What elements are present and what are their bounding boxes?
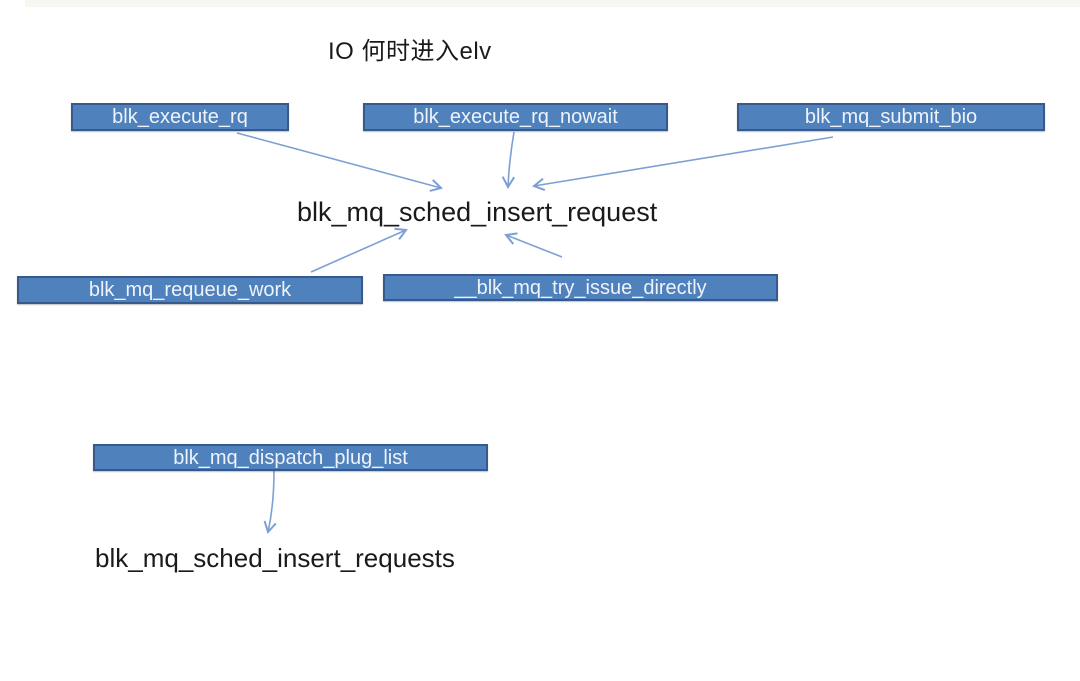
edge-blk-execute-rq-nowait-to-insert-request: [501, 131, 516, 190]
node-blk-execute-rq-nowait: blk_execute_rq_nowait: [363, 103, 668, 131]
node-blk-mq-dispatch-plug-list: blk_mq_dispatch_plug_list: [93, 444, 488, 471]
node-label: blk_mq_submit_bio: [804, 106, 978, 128]
node-label: blk_mq_requeue_work: [88, 279, 292, 301]
edge-try-issue-directly-to-insert-request: [504, 232, 563, 258]
edge-dispatch-plug-list-to-insert-requests: [263, 470, 277, 534]
node-label: __blk_mq_try_issue_directly: [454, 276, 707, 299]
node-blk-mq-submit-bio: blk_mq_submit_bio: [737, 103, 1045, 131]
node-label: blk_execute_rq_nowait: [413, 106, 618, 128]
edge-blk-execute-rq-to-insert-request: [236, 132, 443, 192]
node-label: blk_execute_rq: [112, 106, 248, 128]
node-blk-mq-try-issue-directly: __blk_mq_try_issue_directly: [383, 274, 778, 301]
text-node-blk-mq-sched-insert-request: blk_mq_sched_insert_request: [297, 197, 658, 227]
edge-blk-mq-submit-bio-to-insert-request: [531, 136, 834, 191]
node-blk-mq-requeue-work: blk_mq_requeue_work: [17, 276, 363, 304]
text-node-blk-mq-sched-insert-requests: blk_mq_sched_insert_requests: [95, 543, 455, 573]
edge-blk-mq-requeue-work-to-insert-request: [310, 227, 408, 273]
page-title: IO 何时进入elv: [328, 38, 492, 65]
top-edge-strip: [25, 0, 1080, 7]
node-blk-execute-rq: blk_execute_rq: [71, 103, 289, 131]
node-label: blk_mq_dispatch_plug_list: [173, 446, 408, 469]
